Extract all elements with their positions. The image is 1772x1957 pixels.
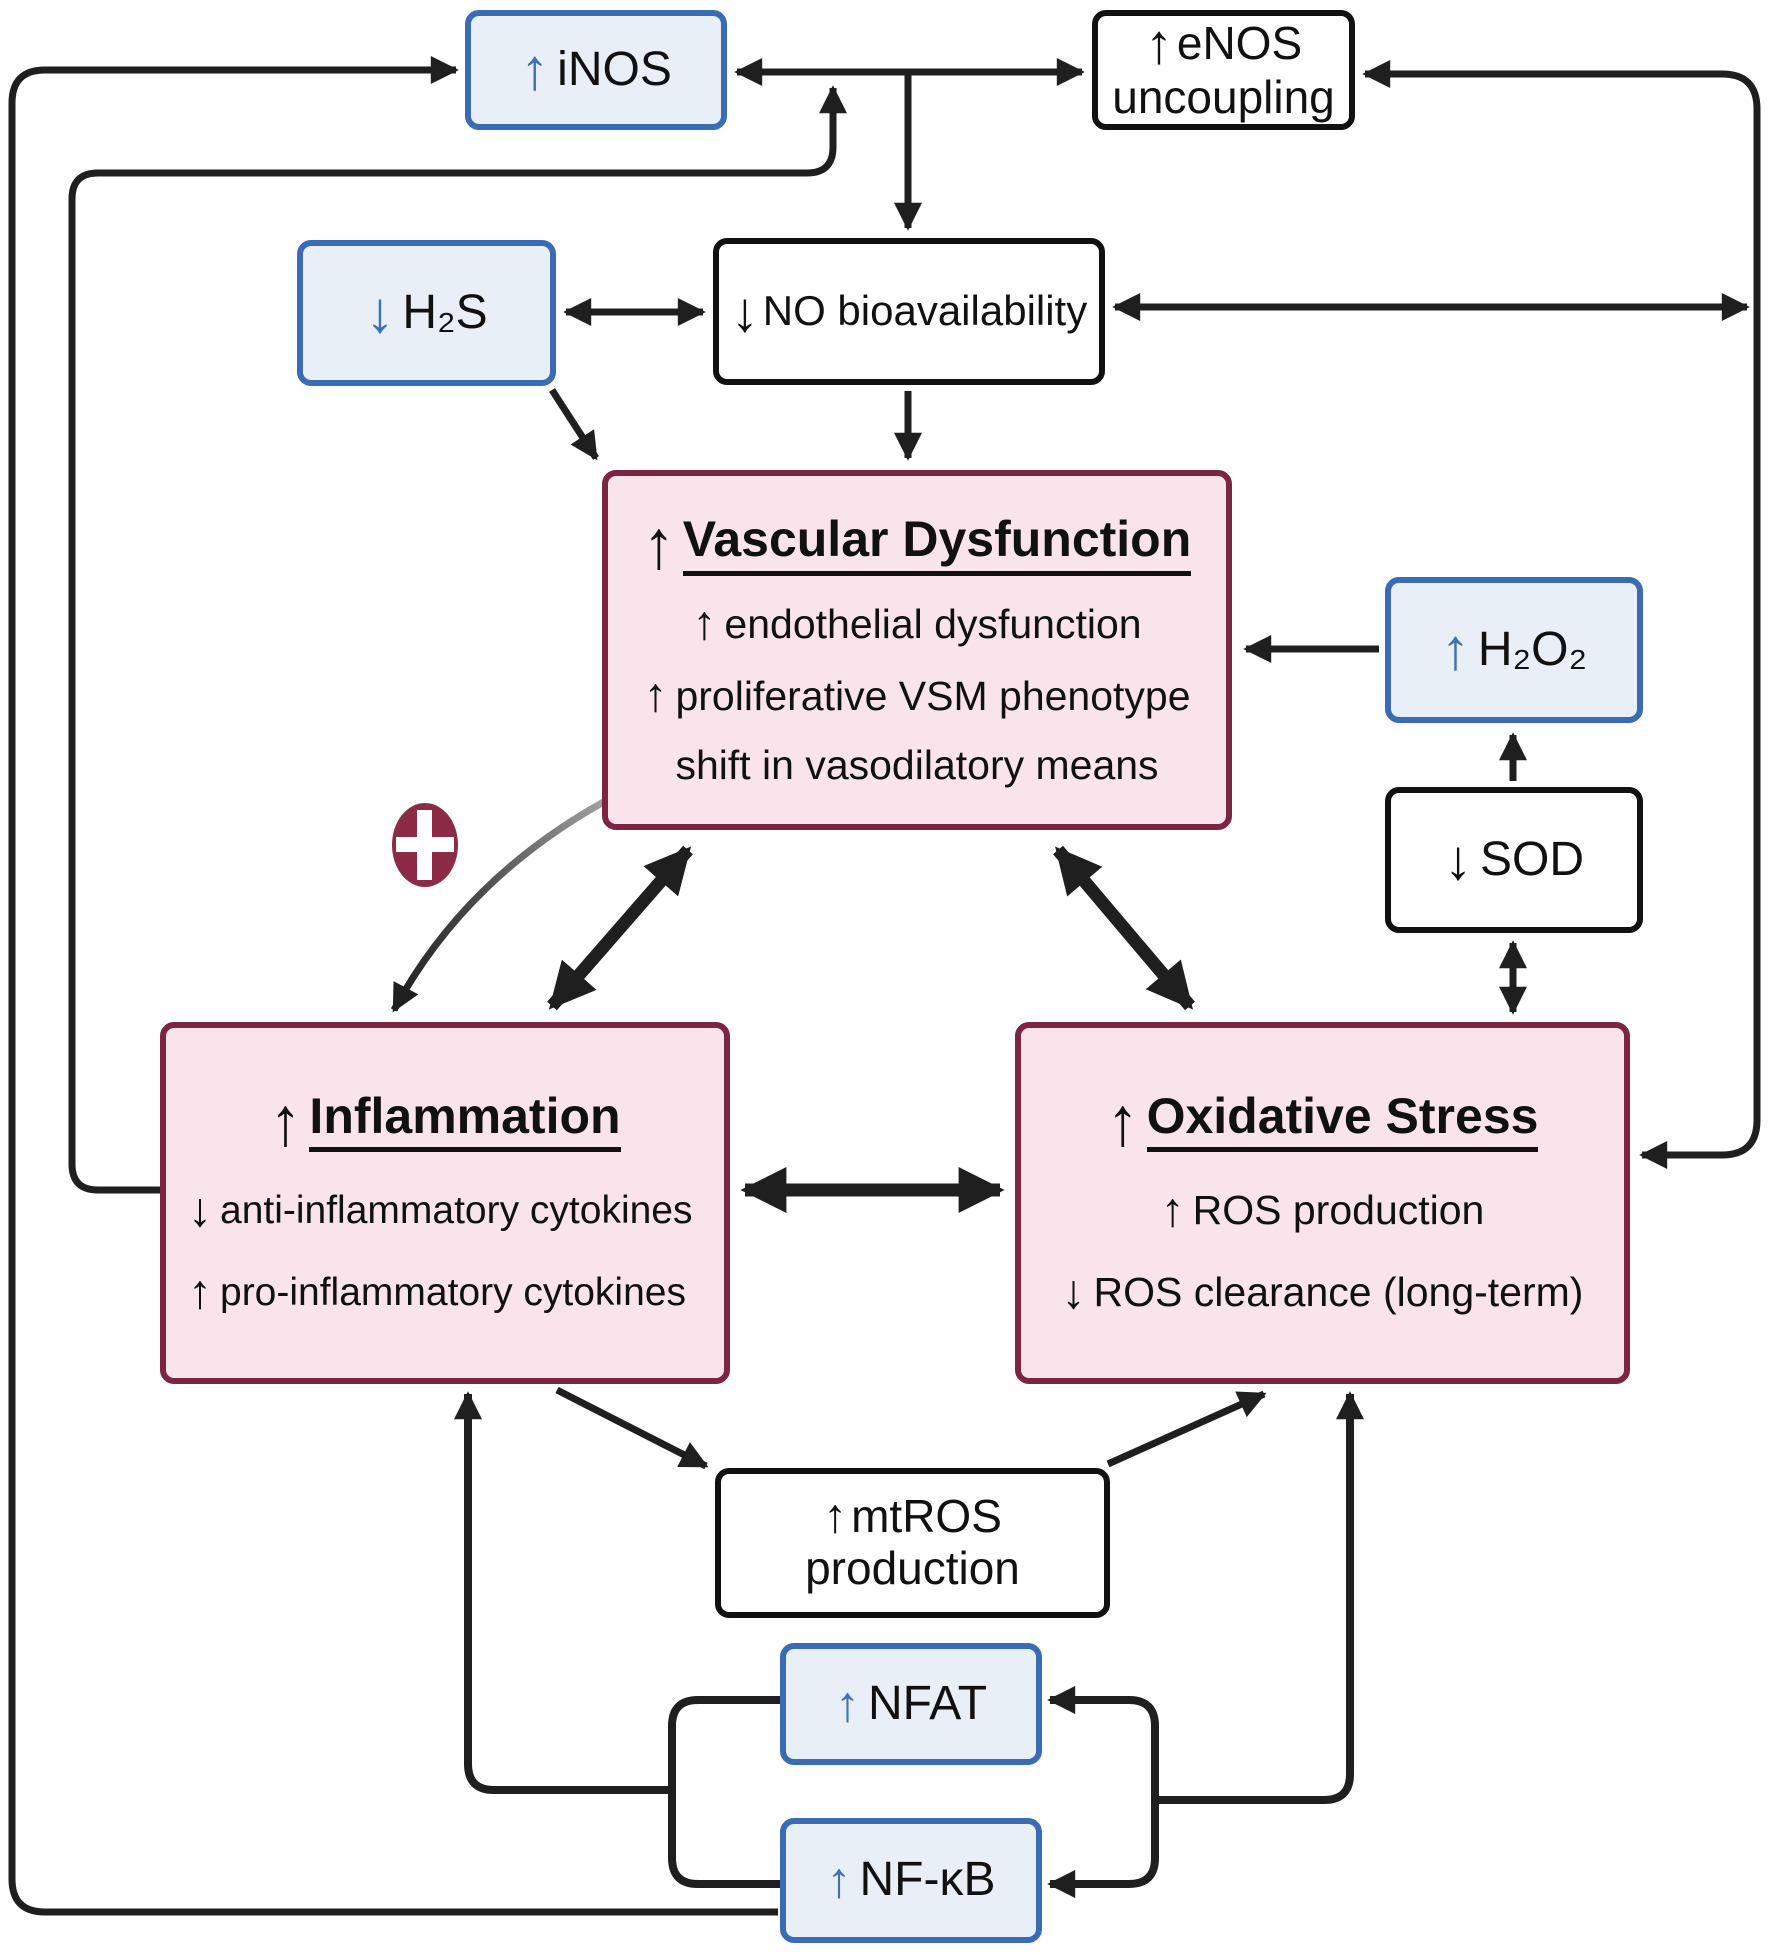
node-enos-uncoupling: ↑ eNOS uncoupling [1092, 10, 1355, 130]
arrow-inflammation-to-mtros [555, 1386, 709, 1470]
node-oxidative-title: Oxidative Stress [1146, 1090, 1539, 1153]
oxidative-item: ROS clearance (long-term) [1093, 1269, 1584, 1316]
arrow-bracket-to-oxidative [1155, 1391, 1364, 1804]
plus-icon [392, 803, 458, 887]
node-enos-label-line1: eNOS [1176, 17, 1303, 70]
arrow-right-bracket-nfat-nfkb [1047, 1686, 1159, 1898]
node-sod: ↓ SOD [1385, 787, 1643, 933]
node-h2o2: ↑ H₂O₂ [1385, 577, 1643, 723]
node-inos-label: iNOS [557, 42, 672, 96]
node-nfkb: ↑ NF-κB [780, 1818, 1042, 1943]
node-h2o2-label: H₂O₂ [1477, 622, 1588, 676]
node-inflammation: ↑ Inflammation ↓ anti-inflammatory cytok… [160, 1022, 730, 1384]
oxidative-item: ROS production [1192, 1187, 1485, 1234]
arrow-mtros-to-oxidative [1106, 1390, 1267, 1468]
inflammation-item: pro-inflammatory cytokines [220, 1270, 686, 1314]
node-mtros-line2: production [805, 1542, 1020, 1594]
vascular-item: proliferative VSM phenotype [675, 672, 1191, 719]
node-mtros-line1: mtROS [851, 1490, 1002, 1543]
node-mtros-production: ↑ mtROS production [715, 1468, 1110, 1618]
node-nfat-label: NFAT [867, 1676, 988, 1730]
up-arrow-icon: ↑ [1440, 617, 1470, 682]
node-inos: ↑ iNOS [465, 10, 727, 130]
node-nfkb-label: NF-κB [859, 1853, 996, 1907]
node-h2s: ↓ H₂S [297, 240, 556, 386]
up-arrow-icon: ↑ [1160, 1184, 1185, 1237]
inflammation-item: anti-inflammatory cytokines [220, 1188, 693, 1232]
vascular-item: endothelial dysfunction [724, 600, 1142, 647]
node-no-label: NO bioavailability [762, 287, 1088, 335]
down-arrow-icon: ↓ [188, 1184, 212, 1237]
up-arrow-icon: ↑ [642, 505, 675, 584]
node-nfat: ↑ NFAT [780, 1643, 1042, 1765]
node-vascular-dysfunction: ↑ Vascular Dysfunction ↑ endothelial dys… [602, 470, 1232, 830]
up-arrow-icon: ↑ [643, 669, 668, 723]
up-arrow-icon: ↑ [826, 1852, 852, 1909]
arrow-h2s-to-vascular [549, 388, 599, 461]
up-arrow-icon: ↑ [1106, 1082, 1139, 1160]
arrow-inflammation-to-inos-enos-line [68, 85, 847, 1194]
arrow-nfat-nfkb-to-inflammation [454, 1391, 672, 1794]
up-arrow-icon: ↑ [188, 1266, 212, 1319]
down-arrow-icon: ↓ [365, 280, 395, 345]
arrow-enos-oxidative-rail [1362, 60, 1761, 1169]
up-arrow-icon: ↑ [269, 1082, 302, 1160]
down-arrow-icon: ↓ [1443, 828, 1472, 891]
node-h2s-label: H₂S [402, 285, 488, 339]
up-arrow-icon: ↑ [692, 597, 717, 651]
up-arrow-icon: ↑ [823, 1490, 848, 1544]
up-arrow-icon: ↑ [520, 37, 550, 102]
node-no-bioavailability: ↓ NO bioavailability [713, 238, 1105, 385]
vascular-item: shift in vasodilatory means [675, 742, 1159, 789]
arrow-nfkb-to-inos [8, 56, 778, 1916]
down-arrow-icon: ↓ [1061, 1266, 1086, 1319]
arrow-vascular-oxidative-thick [1053, 845, 1195, 1011]
node-sod-label: SOD [1479, 832, 1584, 886]
node-enos-label-line2: uncoupling [1112, 71, 1335, 124]
up-arrow-icon: ↑ [834, 1675, 860, 1732]
node-vascular-title: Vascular Dysfunction [682, 513, 1192, 576]
up-arrow-icon: ↑ [1144, 12, 1173, 76]
node-inflammation-title: Inflammation [309, 1090, 621, 1153]
arrow-vascular-to-inflammation-feedback-curve [390, 788, 624, 1013]
connector-nfat-nfkb-left-bracket [668, 1696, 780, 1888]
node-oxidative-stress: ↑ Oxidative Stress ↑ ROS production ↓ RO… [1015, 1022, 1630, 1384]
arrow-vascular-inflammation-thick [547, 845, 693, 1011]
down-arrow-icon: ↓ [730, 279, 759, 343]
